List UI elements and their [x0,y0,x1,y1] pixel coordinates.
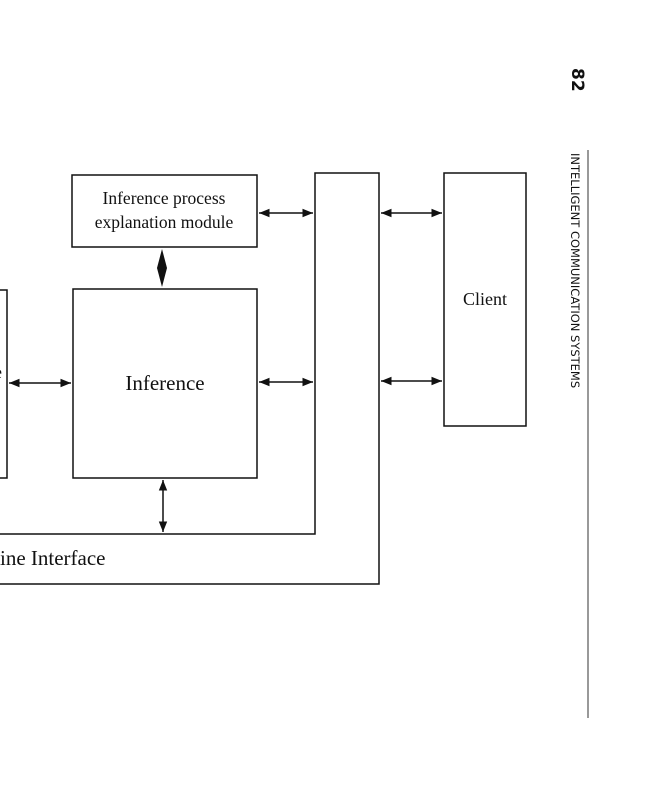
interface-label: ine Interface [0,546,106,570]
explanation-module-line2: explanation module [95,212,234,232]
inference-label: Inference [125,371,204,395]
page-number: 82 [567,68,587,92]
inference-box [72,288,258,479]
client-box [443,172,527,427]
explanation-module-line1: Inference process [103,188,226,208]
left-block-fragment: e [0,362,2,382]
interface-inner-outline [0,172,380,585]
client-label: Client [463,289,507,309]
explanation-inference-connector [157,249,167,287]
explanation-module-box [71,174,258,248]
running-header: INTELLIGENT COMMUNICATION SYSTEMS [568,153,582,388]
left-partial-block [0,289,8,479]
